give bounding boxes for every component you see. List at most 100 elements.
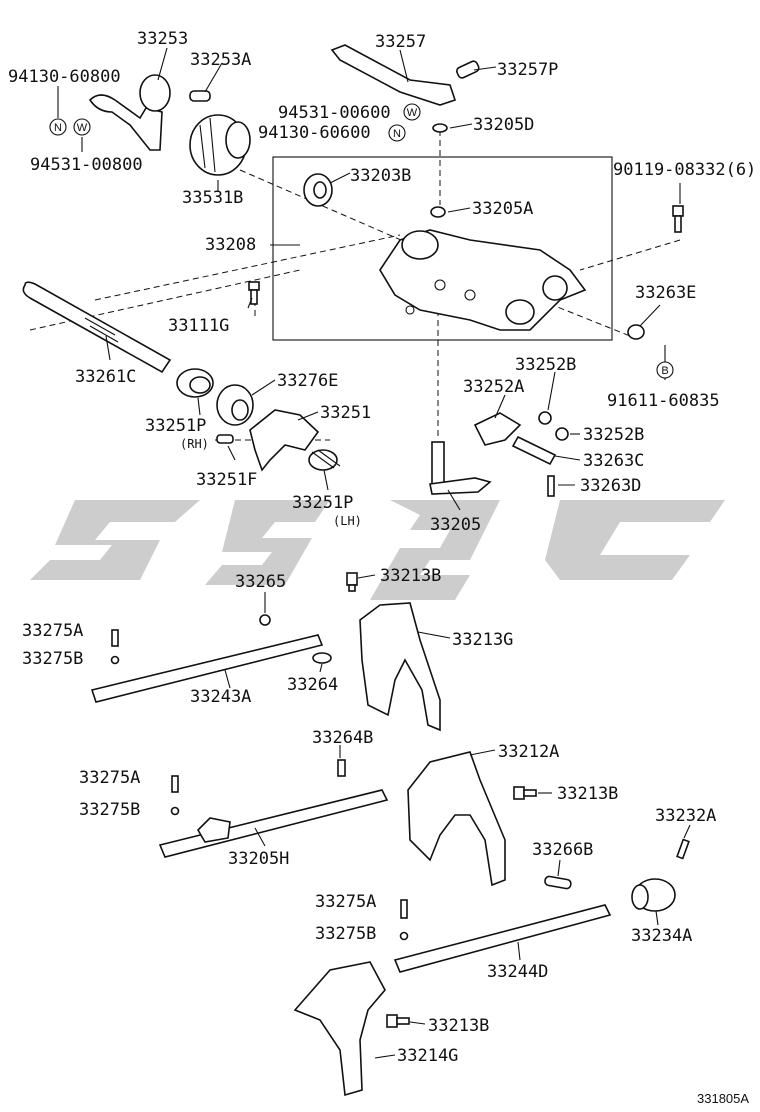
label-33213B-2: 33213B	[557, 784, 618, 804]
label-33251: 33251	[320, 403, 371, 423]
label-lh: (LH)	[333, 514, 362, 528]
part-33251-lever	[249, 409, 320, 472]
label-33266B: 33266B	[532, 840, 593, 860]
part-33263C-pin	[511, 435, 557, 466]
part-33263D-pin	[547, 475, 555, 497]
part-33531B-boot	[189, 114, 251, 176]
part-33265-ball	[259, 614, 271, 626]
part-33263E-plug	[627, 324, 645, 340]
label-33244D: 33244D	[487, 962, 548, 982]
label-33251P-lh: 33251P	[292, 493, 353, 513]
part-33212A-fork	[407, 751, 506, 887]
part-33208-housing	[379, 229, 587, 331]
part-33205D-washer	[432, 123, 448, 133]
part-33275B-ball-3	[399, 931, 409, 941]
label-33205D: 33205D	[473, 115, 534, 135]
label-33275A-1: 33275A	[22, 621, 83, 641]
label-33275B-3: 33275B	[315, 924, 376, 944]
label-33234A: 33234A	[631, 926, 692, 946]
label-33252B-2: 33252B	[583, 425, 644, 445]
label-33264B: 33264B	[312, 728, 373, 748]
part-33275A-spring-1	[111, 629, 119, 647]
part-33252B-washer-2	[555, 427, 569, 441]
label-94130-60600: 94130-60600	[258, 123, 371, 143]
label-94531-00800: 94531-00800	[30, 155, 143, 175]
label-33531B: 33531B	[182, 188, 243, 208]
label-33203B: 33203B	[350, 166, 411, 186]
label-33276E: 33276E	[277, 371, 338, 391]
part-33111G-breather	[248, 281, 260, 305]
part-33213B-bolt-3	[386, 1014, 410, 1028]
svg-text:B: B	[661, 365, 668, 377]
leader-lines	[57, 47, 691, 1059]
part-33205H-rail	[158, 789, 389, 858]
label-90119-08332: 90119-08332(6)	[613, 160, 756, 180]
marker-b: B	[656, 361, 674, 379]
part-33275B-ball-2	[170, 806, 180, 816]
label-33208: 33208	[205, 235, 256, 255]
label-33275A-2: 33275A	[79, 768, 140, 788]
housing-box	[272, 156, 613, 341]
label-33205A: 33205A	[472, 199, 533, 219]
part-33251P-spring-rh	[176, 368, 214, 398]
label-33257: 33257	[375, 32, 426, 52]
label-33275B-2: 33275B	[79, 800, 140, 820]
marker-w-2: W	[403, 103, 421, 121]
part-33257-lever	[330, 44, 457, 106]
label-33251F: 33251F	[196, 470, 257, 490]
label-33253A: 33253A	[190, 50, 251, 70]
part-33253A-pin	[189, 90, 211, 102]
label-33263C: 33263C	[583, 451, 644, 471]
label-33275A-3: 33275A	[315, 892, 376, 912]
label-33111G: 33111G	[168, 316, 229, 336]
label-33265: 33265	[235, 572, 286, 592]
part-33214G-fork	[293, 961, 386, 1097]
part-33213G-fork	[359, 602, 441, 732]
label-rh: (RH)	[180, 437, 209, 451]
part-labels: 33253 33253A 94130-60800 94531-00800 335…	[8, 29, 756, 1066]
label-33243A: 33243A	[190, 687, 251, 707]
part-33275A-spring-2	[171, 775, 179, 793]
label-33213G: 33213G	[452, 630, 513, 650]
marker-w-1: W	[73, 118, 91, 136]
label-33263E: 33263E	[635, 283, 696, 303]
label-33205H: 33205H	[228, 849, 289, 869]
label-33275B-1: 33275B	[22, 649, 83, 669]
label-33213B-1: 33213B	[380, 566, 441, 586]
watermark-logo	[30, 500, 725, 600]
marker-n-2: N	[388, 124, 406, 142]
part-33205A-bushing	[430, 206, 446, 218]
part-33203B-seal	[303, 173, 333, 207]
svg-text:N: N	[54, 122, 62, 134]
part-33275A-spring-3	[400, 899, 408, 919]
label-94531-00600: 94531-00600	[278, 103, 391, 123]
part-33257P-pin	[456, 60, 480, 79]
label-91611-60835: 91611-60835	[607, 391, 720, 411]
part-33213B-bolt-1	[346, 572, 358, 592]
svg-text:W: W	[407, 107, 418, 119]
label-33212A: 33212A	[498, 742, 559, 762]
label-33261C: 33261C	[75, 367, 136, 387]
marker-n-1: N	[49, 118, 67, 136]
part-33253-lever	[88, 74, 171, 151]
part-33275B-ball-1	[110, 655, 120, 665]
label-33252A: 33252A	[463, 377, 524, 397]
part-33244D-rail	[393, 904, 612, 973]
label-33213B-3: 33213B	[428, 1016, 489, 1036]
part-33266B-pin	[544, 875, 572, 890]
part-33264-pin	[312, 652, 332, 664]
label-33214G: 33214G	[397, 1046, 458, 1066]
part-33252B-washer-1	[538, 411, 552, 425]
label-33253: 33253	[137, 29, 188, 49]
part-33264B-pin	[337, 759, 346, 777]
part-33251F-pin	[216, 434, 234, 444]
label-33232A: 33232A	[655, 806, 716, 826]
part-33276E-cap	[216, 384, 254, 426]
part-33251P-spring-lh	[308, 449, 341, 471]
label-33257P: 33257P	[497, 60, 558, 80]
label-33205: 33205	[430, 515, 481, 535]
part-33213B-bolt-2	[513, 786, 537, 800]
svg-text:W: W	[77, 122, 88, 134]
label-33252B-1: 33252B	[515, 355, 576, 375]
